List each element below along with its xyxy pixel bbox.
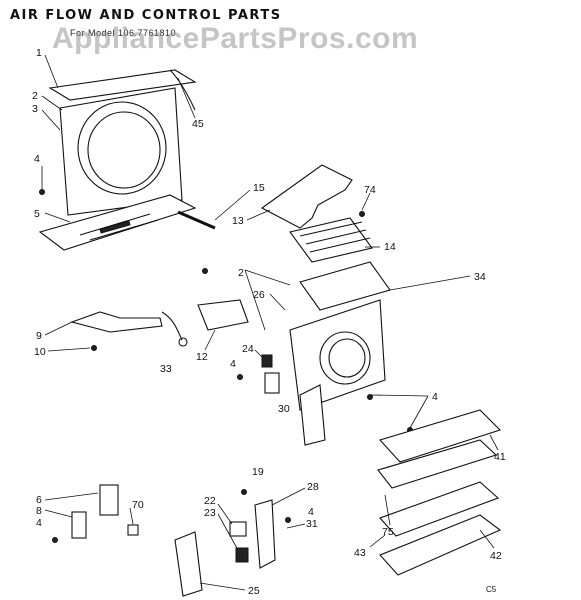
- label-23: 23: [204, 507, 216, 519]
- tray-43[interactable]: [379, 481, 500, 537]
- bracket-28[interactable]: [254, 499, 276, 569]
- label-43: 43: [354, 547, 366, 559]
- label-6: 6: [36, 494, 42, 506]
- label-24: 24: [242, 343, 254, 355]
- label-28: 28: [307, 481, 319, 493]
- panel-41[interactable]: [379, 409, 502, 463]
- label-19: 19: [252, 466, 264, 478]
- diagram-title: AIR FLOW AND CONTROL PARTS: [10, 8, 282, 23]
- spring-clip[interactable]: [161, 311, 183, 341]
- label-2: 2: [32, 90, 38, 102]
- plate-25[interactable]: [174, 531, 203, 597]
- control-part-8[interactable]: [71, 511, 87, 539]
- label-4b: 4: [230, 358, 236, 370]
- air-filter[interactable]: [289, 217, 373, 263]
- label-75: 75: [382, 526, 394, 538]
- part-number-labels: 1 2 3 4 5 45 15 13 74 14 34 9 10 33 12 2…: [32, 47, 506, 597]
- label-4e: 4: [308, 506, 314, 518]
- label-5: 5: [34, 208, 40, 220]
- wire-cord: [169, 69, 196, 111]
- label-42: 42: [490, 550, 502, 562]
- label-10: 10: [34, 346, 46, 358]
- panel-75[interactable]: [377, 439, 498, 489]
- label-26: 26: [253, 289, 265, 301]
- air-handler-housing[interactable]: [289, 261, 391, 446]
- label-2b: 2: [238, 267, 244, 279]
- control-part-24[interactable]: [261, 354, 273, 368]
- label-30: 30: [278, 403, 290, 415]
- label-34: 34: [474, 271, 486, 283]
- label-14: 14: [384, 241, 396, 253]
- screws: [39, 189, 413, 543]
- label-70: 70: [132, 499, 144, 511]
- label-8: 8: [36, 505, 42, 517]
- top-bracket[interactable]: [260, 164, 353, 229]
- mount-bracket[interactable]: [197, 299, 249, 331]
- label-4d: 4: [36, 517, 42, 529]
- label-31: 31: [306, 518, 318, 530]
- switch-23[interactable]: [235, 547, 249, 563]
- label-9: 9: [36, 330, 42, 342]
- label-33: 33: [160, 363, 172, 375]
- label-13: 13: [232, 215, 244, 227]
- base-pan[interactable]: [38, 194, 197, 251]
- label-45: 45: [192, 118, 204, 130]
- control-part-30[interactable]: [264, 372, 280, 394]
- label-41: 41: [494, 451, 506, 463]
- rod[interactable]: [177, 210, 216, 230]
- label-4a: 4: [34, 153, 40, 165]
- label-15: 15: [253, 182, 265, 194]
- model-number: For Model 106.7761810: [70, 28, 177, 38]
- label-22: 22: [204, 495, 216, 507]
- watermark-text: AppliancePartsPros.com: [52, 22, 419, 55]
- footer-code: C5: [486, 585, 497, 594]
- damper-lever[interactable]: [70, 311, 163, 333]
- label-12: 12: [196, 351, 208, 363]
- label-1: 1: [36, 47, 42, 59]
- control-knob-6[interactable]: [99, 484, 119, 516]
- switch-22[interactable]: [229, 521, 247, 537]
- label-25: 25: [248, 585, 260, 597]
- control-part-70[interactable]: [127, 524, 139, 536]
- leader-lines: [41, 54, 499, 591]
- tray-42[interactable]: [379, 514, 502, 576]
- front-panel[interactable]: [48, 69, 197, 216]
- label-3: 3: [32, 103, 38, 115]
- label-74: 74: [364, 184, 376, 196]
- label-4c: 4: [432, 391, 438, 403]
